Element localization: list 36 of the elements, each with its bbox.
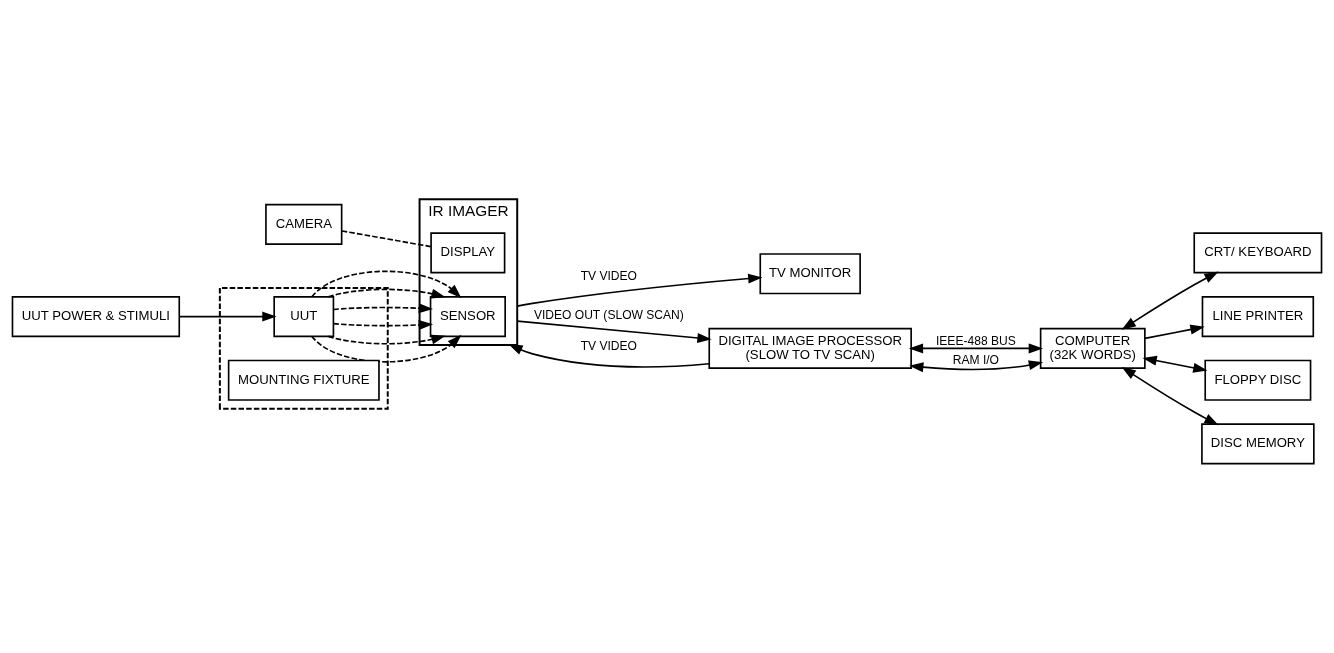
- arrow: [327, 334, 446, 345]
- edge-label: TV VIDEO: [580, 338, 637, 353]
- arrow: [1142, 355, 1208, 373]
- arrow: [909, 359, 1044, 372]
- node-box: LINE PRINTER: [1201, 295, 1315, 337]
- node-box: DIGITAL IMAGE PROCESSOR (SLOW TO TV SCAN): [708, 327, 912, 369]
- node-box: UUT POWER & STIMULI: [11, 295, 181, 337]
- arrow: [327, 288, 446, 299]
- arrow: [178, 311, 277, 322]
- node-box: SENSOR: [429, 295, 506, 337]
- node-box: COMPUTER (32K WORDS): [1039, 327, 1146, 369]
- arrow: [508, 343, 711, 368]
- arrow: [908, 342, 1043, 353]
- edge-label: RAM I/O: [952, 352, 1000, 367]
- edge-label: TV VIDEO: [580, 268, 637, 283]
- edge-label: IEEE-488 BUS: [935, 333, 1016, 348]
- arrow: [1121, 271, 1219, 330]
- edge-label: VIDEO OUT (SLOW SCAN): [533, 307, 684, 322]
- arrow: [1144, 324, 1205, 339]
- arrow: [311, 270, 462, 298]
- node-box: CAMERA: [265, 203, 343, 245]
- arrow: [332, 302, 434, 313]
- cluster: [218, 286, 389, 410]
- node-box: CRT/ KEYBOARD: [1193, 231, 1323, 273]
- node-box: UUT: [273, 295, 335, 337]
- connector: [341, 229, 432, 247]
- node-box: MOUNTING FIXTURE: [227, 359, 380, 401]
- node-box: DISPLAY: [430, 231, 506, 273]
- arrow: [1121, 366, 1219, 425]
- arrow: [311, 334, 462, 363]
- arrow: [516, 273, 763, 307]
- arrow: [516, 319, 712, 343]
- node-box: TV MONITOR: [759, 252, 861, 294]
- arrow: [332, 319, 434, 330]
- node-box: FLOPPY DISC: [1204, 359, 1312, 401]
- node-box: DISC MEMORY: [1201, 422, 1315, 464]
